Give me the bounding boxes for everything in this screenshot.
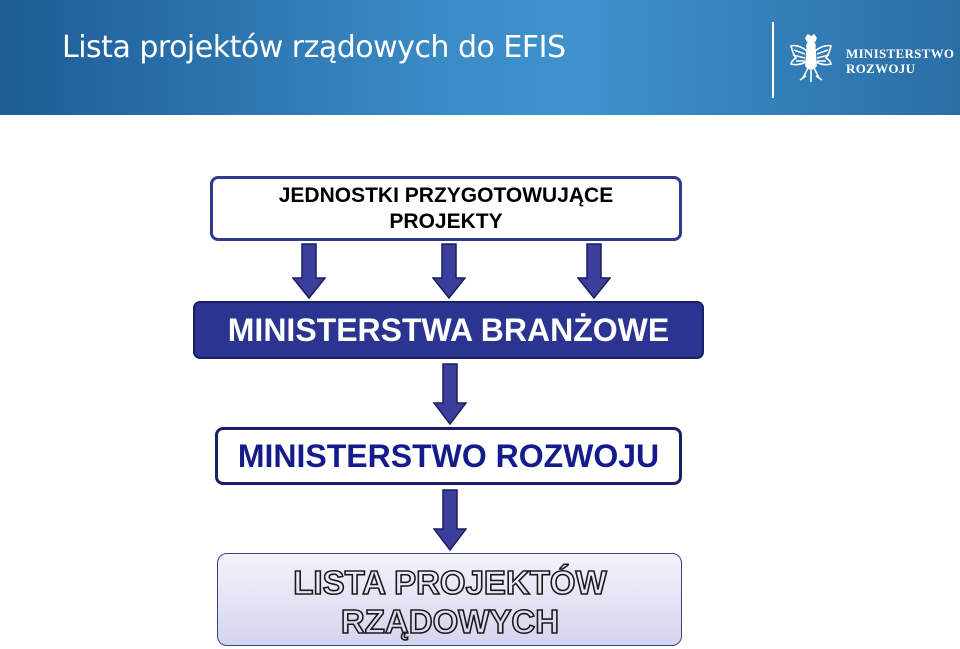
box-ministry-of-development: MINISTERSTWO ROZWOJU [215,427,682,485]
arrow-down-icon [433,363,467,425]
logo-line-2: ROZWOJU [846,61,916,76]
page-title: Lista projektów rządowych do EFIS [62,30,566,65]
box4-line-1: LISTA PROJEKTÓW [293,564,607,601]
arrow-down-icon [292,243,326,299]
arrow-down-icon [577,243,611,299]
header-banner: Lista projektów rządowych do EFIS MINIST… [0,0,960,115]
box1-line-1: JEDNOSTKI PRZYGOTOWUJĄCE [278,183,614,207]
ministry-logo-text: MINISTERSTWO ROZWOJU [846,46,954,76]
arrow-down-icon [433,489,467,551]
header-divider [772,22,774,98]
box-sector-ministries: MINISTERSTWA BRANŻOWE [193,301,704,359]
box1-line-2: PROJEKTY [389,209,503,233]
outlined-title: LISTA PROJEKTÓW RZĄDOWYCH [292,563,608,641]
polish-eagle-emblem-icon [790,34,832,82]
box-government-projects-list: LISTA PROJEKTÓW RZĄDOWYCH [217,553,682,646]
box4-line-2: RZĄDOWYCH [341,603,559,640]
arrow-down-icon [432,243,466,299]
logo-line-1: MINISTERSTWO [846,46,955,61]
box-preparing-units: JEDNOSTKI PRZYGOTOWUJĄCE PROJEKTY [210,176,682,241]
